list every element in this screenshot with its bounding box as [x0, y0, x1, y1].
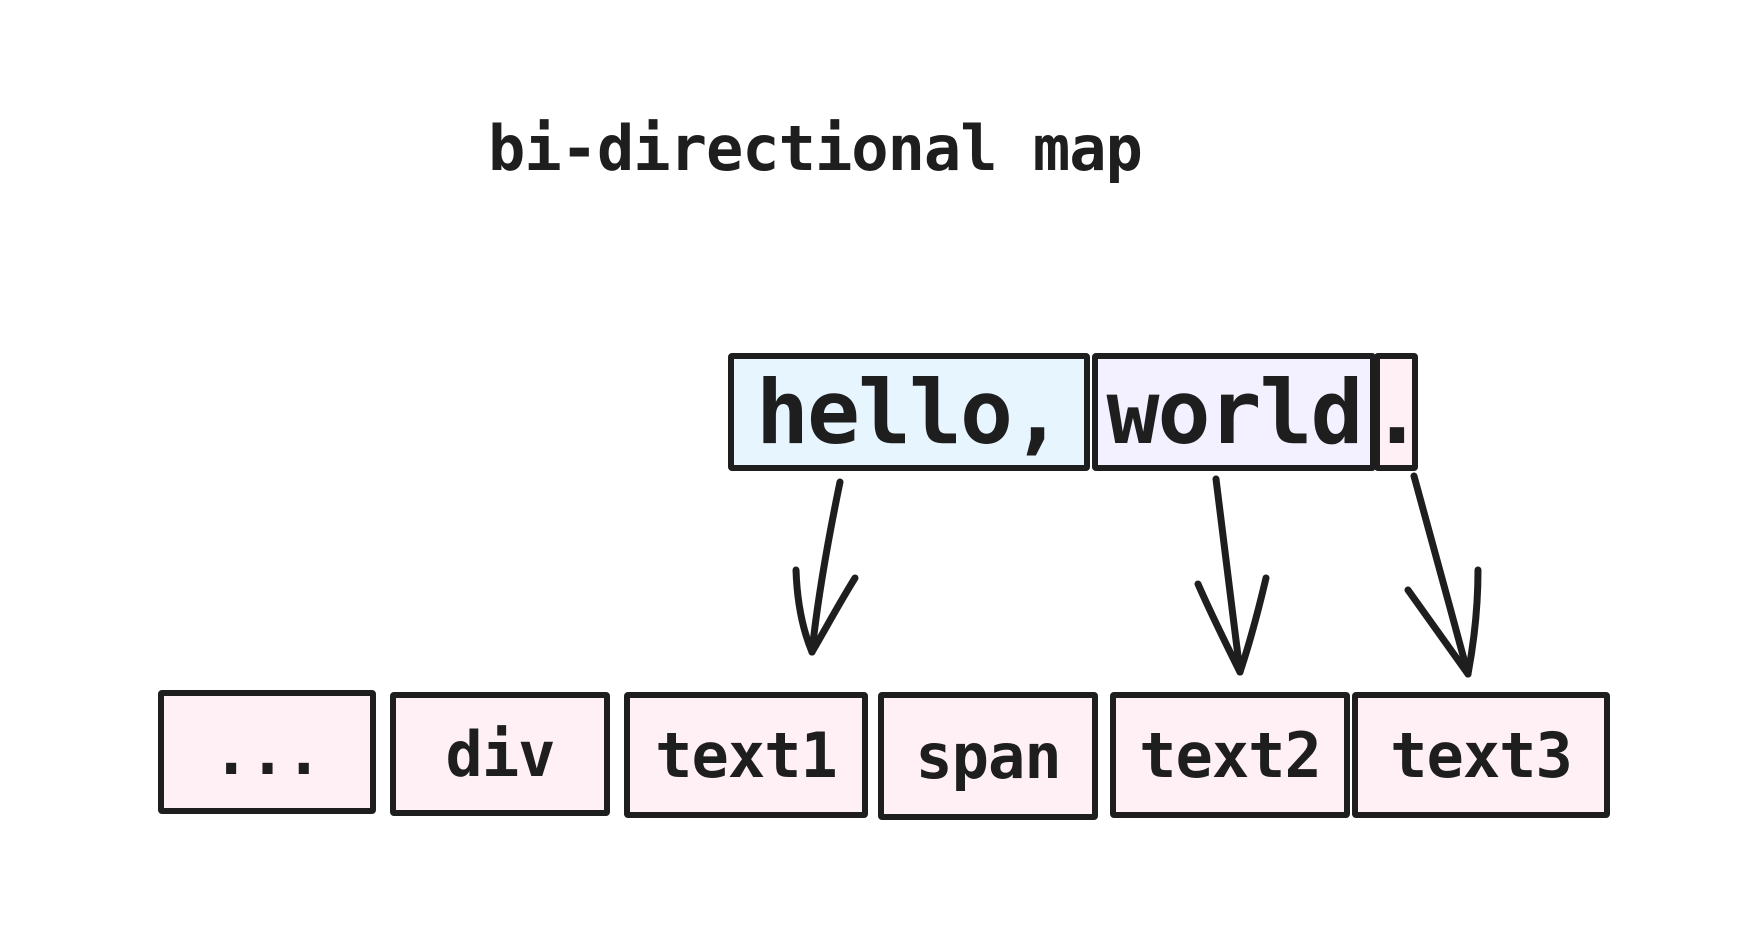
arrow-hello-to-text1 [792, 478, 859, 656]
segment-hello: hello, [728, 353, 1090, 471]
node-ellipsis: ... [158, 690, 376, 814]
node-text2: text2 [1110, 692, 1350, 818]
diagram-title: bi-directional map [488, 112, 1143, 185]
node-text3: text3 [1352, 692, 1610, 818]
segment-world: world [1092, 353, 1376, 471]
segment-period: . [1371, 353, 1424, 471]
node-text1: text1 [624, 692, 868, 818]
node-div: div [390, 692, 610, 816]
arrow-world-to-text2 [1194, 475, 1270, 676]
node-span: span [878, 692, 1098, 820]
arrow-period-to-text3 [1404, 472, 1482, 678]
